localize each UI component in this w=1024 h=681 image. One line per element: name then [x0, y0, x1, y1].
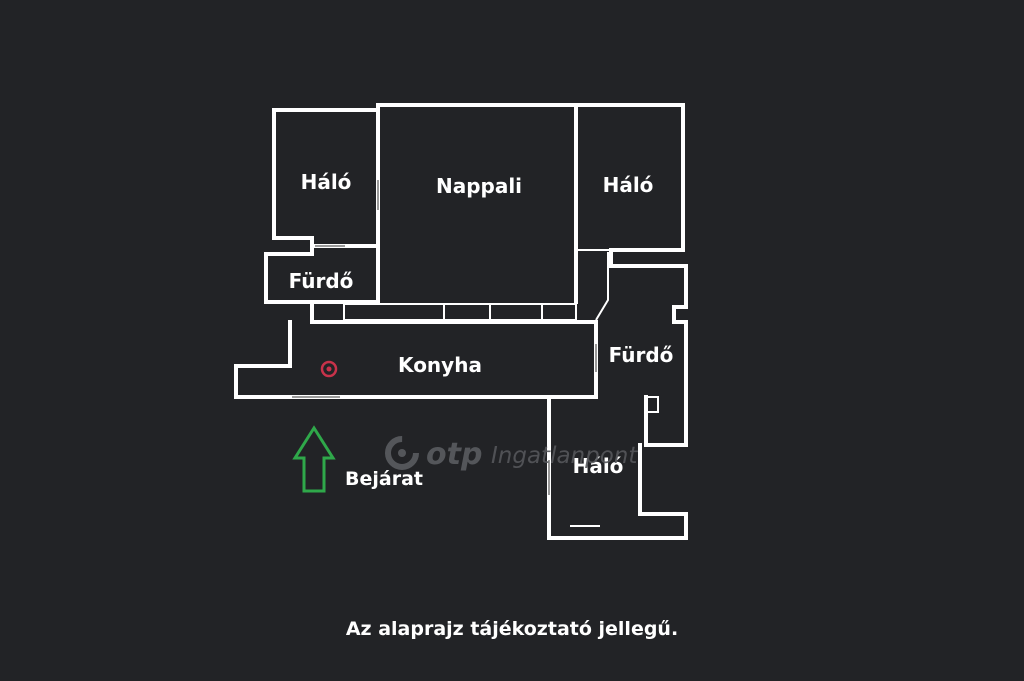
room-konyha [234, 320, 598, 399]
label-halo-bottom: Háló [573, 454, 624, 478]
label-furdo-left: Fürdő [289, 269, 354, 293]
disclaimer-caption: Az alaprajz tájékoztató jellegű. [345, 618, 679, 640]
room-halo-bottom [547, 395, 688, 540]
entrance-label: Bejárat [345, 468, 423, 490]
label-furdo-right: Fürdő [609, 343, 674, 367]
room-furdo-right [595, 248, 688, 447]
label-halo-top-left: Háló [301, 170, 352, 194]
label-nappali: Nappali [436, 174, 522, 198]
room-nappali [376, 103, 685, 304]
watermark: otp Ingatlanpont [385, 436, 638, 472]
otp-logo-icon [385, 436, 419, 470]
hallway-strip [310, 252, 609, 324]
label-halo-top-right: Háló [603, 173, 654, 197]
up-arrow-icon [292, 425, 336, 493]
watermark-brand: otp [426, 437, 482, 472]
watermark-suffix: Ingatlanpont [491, 443, 638, 469]
label-konyha: Konyha [398, 353, 482, 377]
room-furdo-left [264, 244, 380, 304]
target-circle-icon [320, 360, 338, 378]
room-halo-top-left [272, 108, 380, 248]
